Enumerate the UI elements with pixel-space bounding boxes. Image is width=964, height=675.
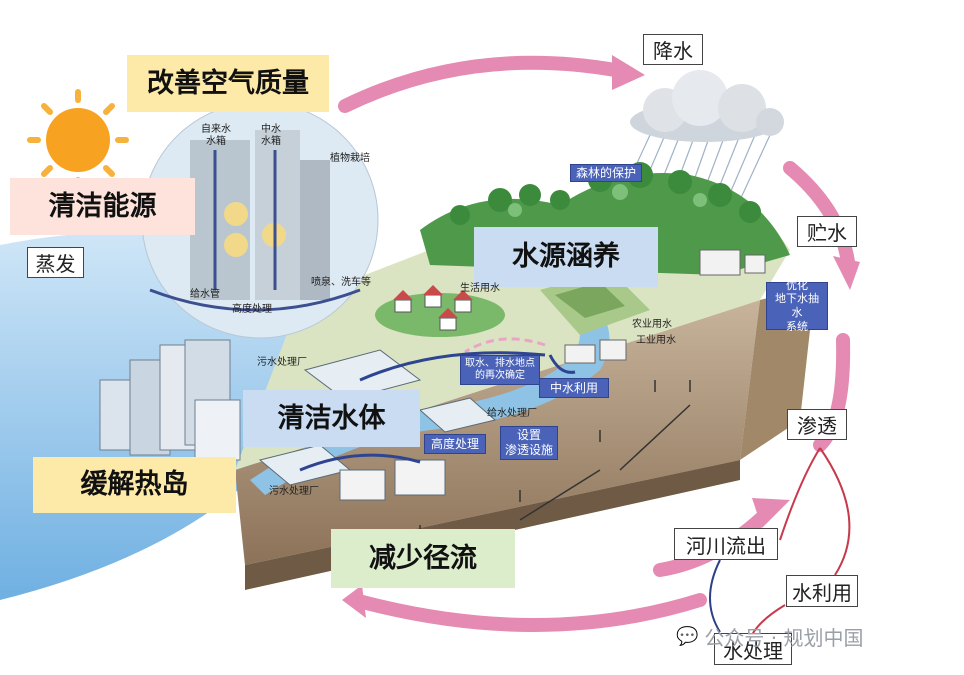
tag-forest-protection: 森林的保护 bbox=[570, 164, 642, 182]
text-advanced-treatment-top: 高度处理 bbox=[232, 304, 272, 315]
text-reclaimed-tank: 中水 水箱 bbox=[261, 124, 281, 147]
label-reduce-runoff: 减少径流 bbox=[331, 529, 515, 588]
label-clean-water: 清洁水体 bbox=[243, 390, 420, 447]
tag-intake-discharge: 取水、排水地点 的再次确定 bbox=[460, 355, 540, 385]
tag-infiltration-facility: 设置 渗透设施 bbox=[500, 426, 558, 460]
city-buildings bbox=[99, 339, 241, 461]
flow-arrows bbox=[299, 337, 576, 472]
treatment-plants bbox=[258, 349, 497, 501]
text-plant-cultivation: 植物栽培 bbox=[330, 153, 370, 164]
text-supply-plant: 给水处理厂 bbox=[487, 408, 537, 419]
text-sewage-plant-2: 污水处理厂 bbox=[269, 486, 319, 497]
rain-cloud-icon bbox=[619, 70, 784, 221]
wechat-icon: 💬 bbox=[676, 625, 699, 647]
cycle-arrows bbox=[338, 55, 855, 632]
tag-advanced-treatment: 高度处理 bbox=[424, 434, 486, 454]
factories bbox=[564, 249, 766, 364]
label-evaporation: 蒸发 bbox=[27, 247, 84, 278]
sun-icon bbox=[27, 89, 129, 191]
label-water-conservation: 水源涵养 bbox=[474, 227, 658, 287]
label-water-use: 水利用 bbox=[786, 575, 858, 607]
watermark: 💬 公众号 · 规划中国 bbox=[676, 623, 936, 650]
label-heat-island: 缓解热岛 bbox=[33, 457, 236, 513]
label-clean-energy: 清洁能源 bbox=[10, 178, 195, 235]
building-cross-section bbox=[141, 101, 379, 339]
label-infiltration: 渗透 bbox=[787, 409, 847, 440]
text-industrial-water: 工业用水 bbox=[636, 335, 676, 346]
label-storage: 贮水 bbox=[797, 216, 857, 247]
watermark-text: 公众号 · 规划中国 bbox=[704, 625, 864, 650]
text-supply-pipe: 给水管 bbox=[190, 289, 220, 300]
label-water-treatment: 水处理 bbox=[714, 633, 792, 665]
small-cycle-arrows bbox=[709, 447, 851, 636]
label-air-quality: 改善空气质量 bbox=[127, 55, 329, 112]
text-tap-tank: 自来水 水箱 bbox=[201, 124, 231, 147]
text-agricultural-water: 农业用水 bbox=[632, 319, 672, 330]
label-optimize-pumping: 优化 地下水抽水 系统 bbox=[766, 279, 828, 333]
tag-reclaimed-use: 中水利用 bbox=[539, 378, 609, 398]
cycle-arrowheads bbox=[342, 55, 860, 618]
houses bbox=[393, 285, 473, 331]
label-river-outflow: 河川流出 bbox=[674, 528, 778, 560]
text-sewage-plant-1: 污水处理厂 bbox=[257, 357, 307, 368]
label-precipitation: 降水 bbox=[643, 34, 703, 65]
text-fountain-wash: 喷泉、洗车等 bbox=[311, 277, 371, 288]
text-domestic-water: 生活用水 bbox=[460, 283, 500, 294]
